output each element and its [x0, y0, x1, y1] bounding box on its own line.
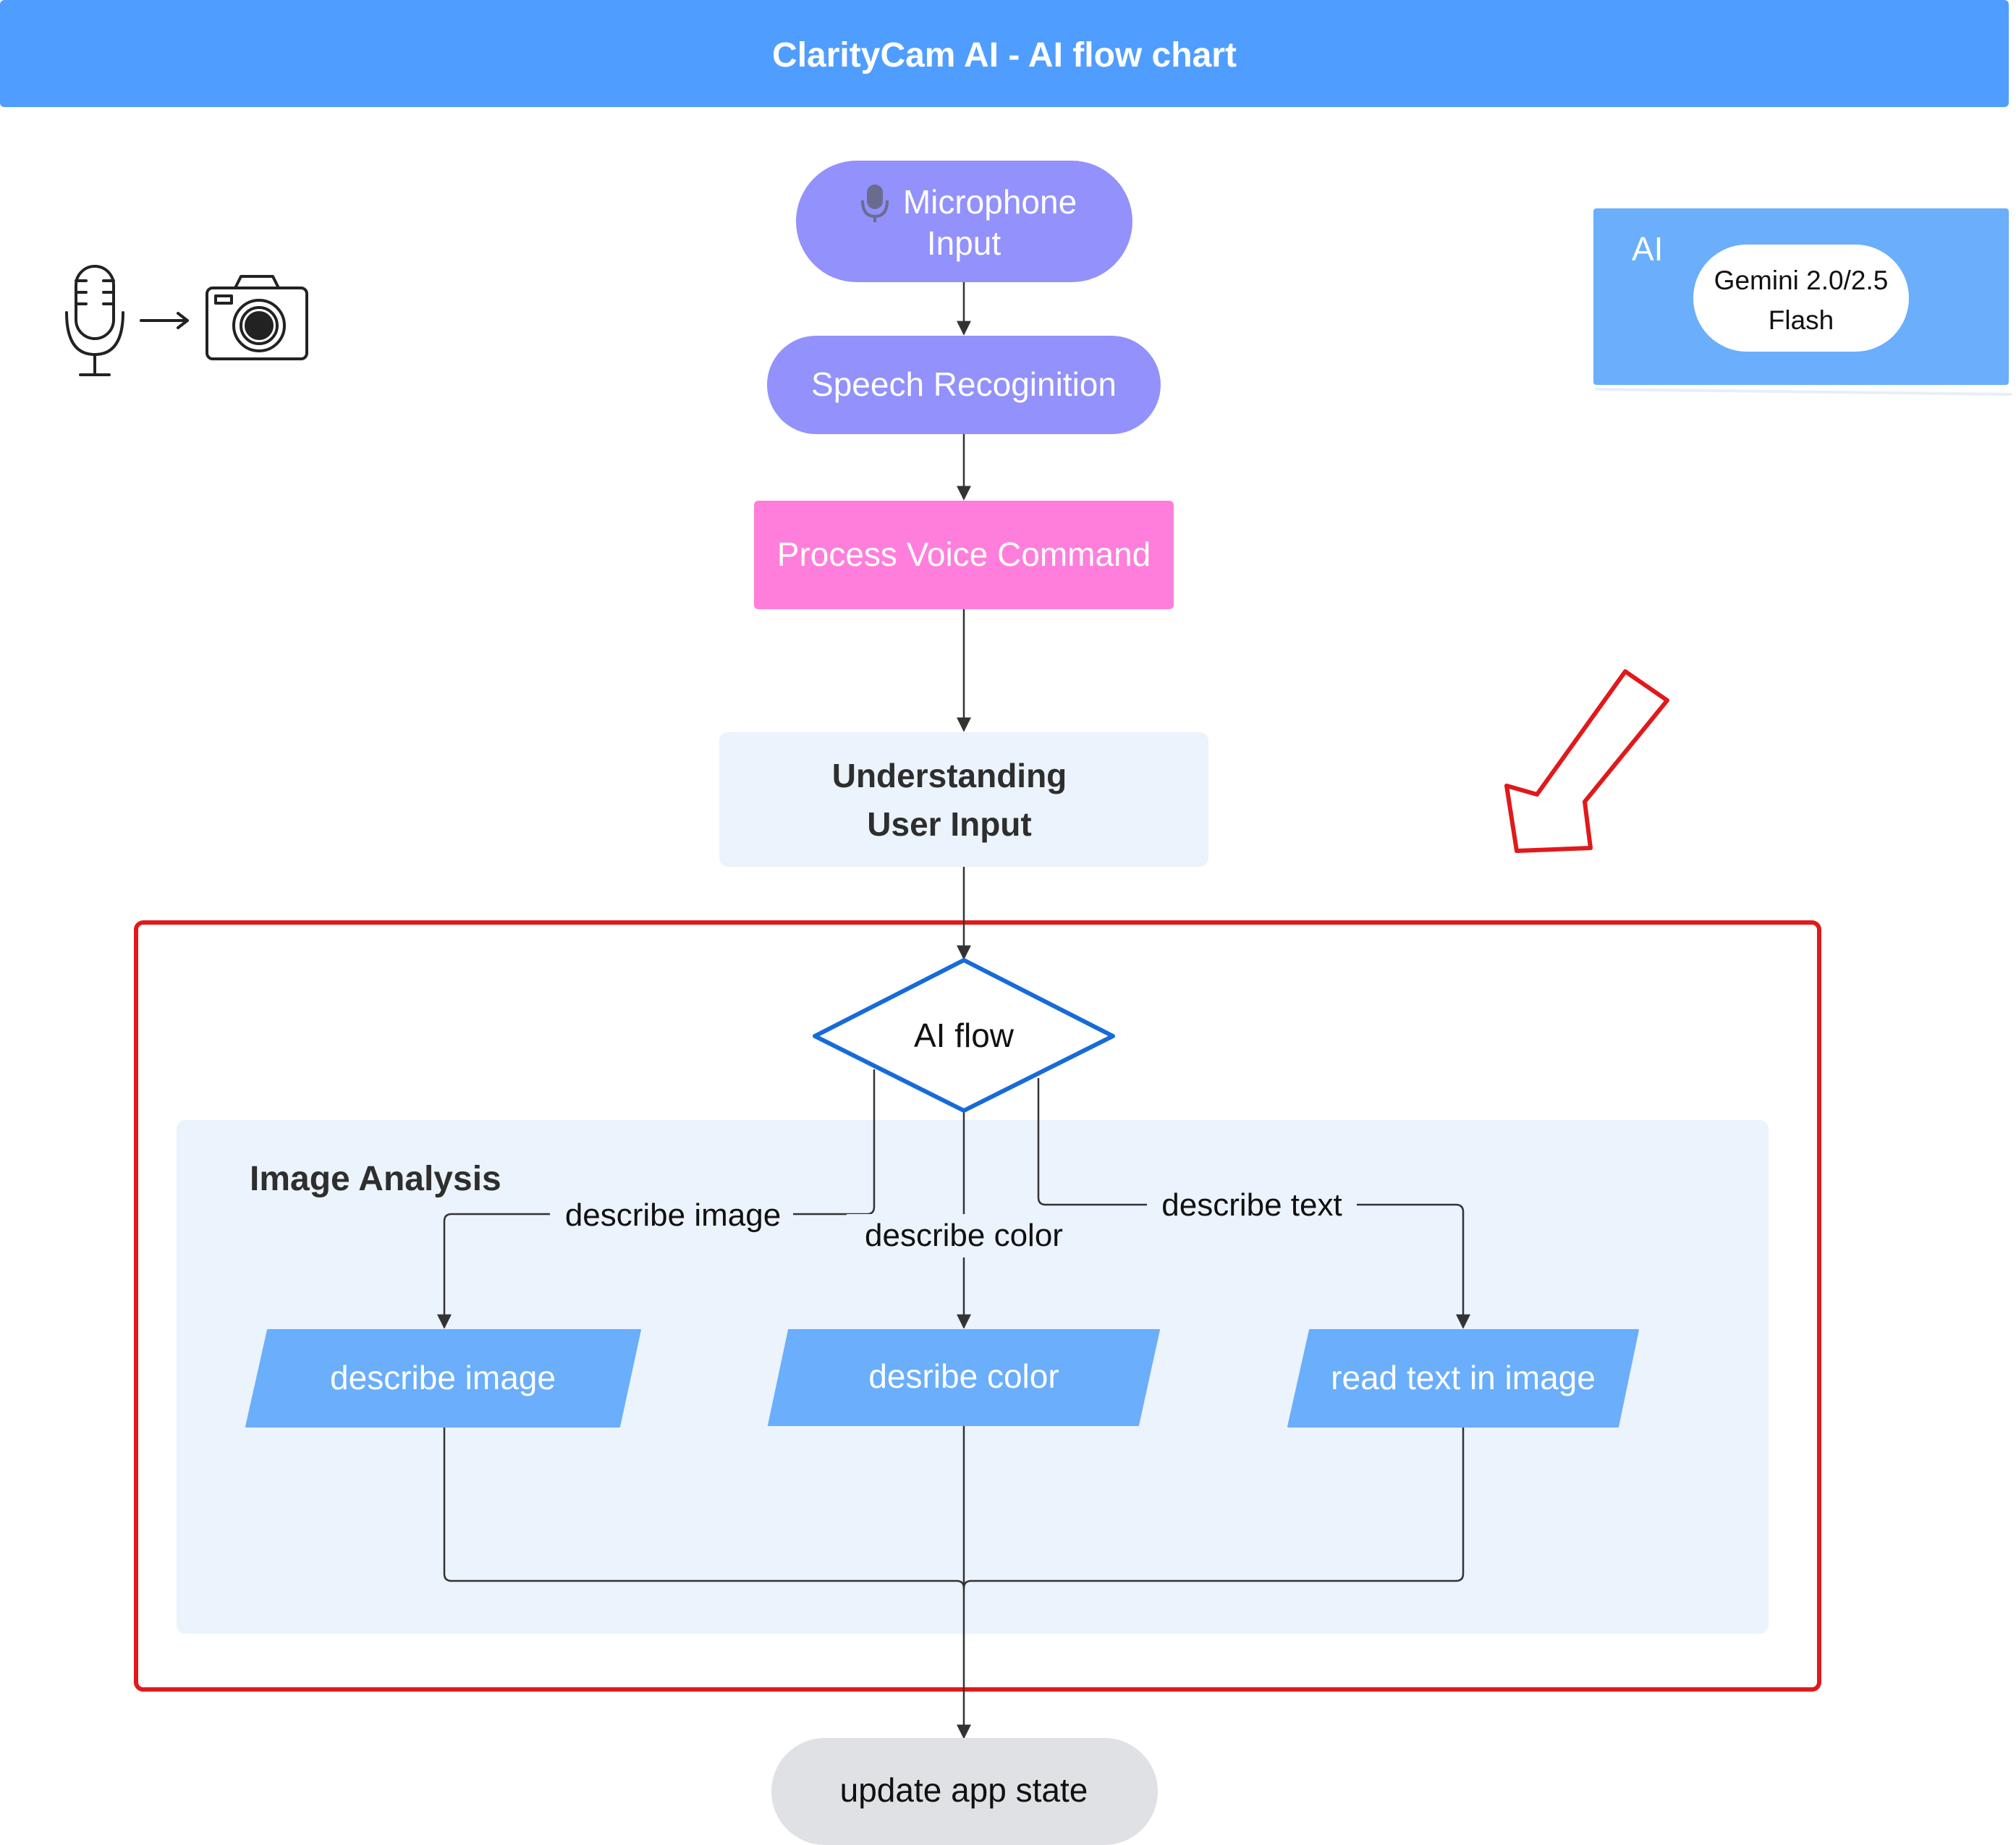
ai-model-line1: Gemini 2.0/2.5	[1714, 266, 1889, 295]
node-describe-color: desribe color	[768, 1329, 1160, 1426]
microphone-input-line1: Microphone	[903, 183, 1077, 221]
ai-panel: AI Gemini 2.0/2.5 Flash	[1593, 208, 2012, 396]
update-app-state-label: update app state	[840, 1771, 1088, 1809]
microphone-icon	[65, 265, 124, 376]
highlight-box	[134, 920, 1821, 1692]
node-microphone-input: Microphone Input	[796, 161, 1132, 282]
node-speech-recognition: Speech Recoginition	[767, 336, 1161, 434]
node-ai-flow: AI flow	[813, 958, 1115, 1113]
edge-label-describe-image: describe image	[565, 1197, 781, 1233]
process-voice-command-label: Process Voice Command	[777, 535, 1151, 573]
arrow-right-icon	[140, 312, 189, 329]
speech-recognition-label: Speech Recoginition	[811, 365, 1117, 403]
microphone-icon	[861, 184, 889, 222]
node-update-app-state: update app state	[771, 1738, 1158, 1845]
page-title: ClarityCam AI - AI flow chart	[772, 36, 1237, 75]
camera-icon	[206, 275, 308, 360]
ai-model-line2: Flash	[1769, 305, 1834, 335]
node-process-voice-command: Process Voice Command	[754, 501, 1174, 609]
node-describe-image: describe image	[245, 1329, 641, 1428]
ai-model-pill	[1693, 245, 1909, 352]
image-analysis-label: Image Analysis	[250, 1160, 501, 1198]
understanding-line2: User Input	[867, 805, 1031, 843]
describe-image-label: describe image	[330, 1359, 556, 1396]
edge-labels: describe image describe color describe t…	[550, 1184, 1357, 1257]
connectors	[437, 282, 1470, 1739]
understanding-line1: Understanding	[832, 757, 1067, 794]
read-text-label: read text in image	[1331, 1359, 1596, 1396]
edge-label-describe-text: describe text	[1161, 1187, 1342, 1223]
node-understanding-user-input: Understanding User Input	[719, 732, 1208, 867]
describe-color-label: desribe color	[868, 1357, 1059, 1395]
mic-to-camera-illustration	[65, 265, 308, 376]
ai-panel-label: AI	[1632, 230, 1663, 268]
node-read-text: read text in image	[1287, 1329, 1639, 1428]
ai-flow-label: AI flow	[914, 1017, 1015, 1054]
microphone-input-line2: Input	[927, 224, 1001, 262]
header-bar: ClarityCam AI - AI flow chart	[0, 0, 2009, 107]
edge-label-describe-color: describe color	[865, 1218, 1063, 1253]
red-arrow-icon	[1504, 669, 1669, 853]
